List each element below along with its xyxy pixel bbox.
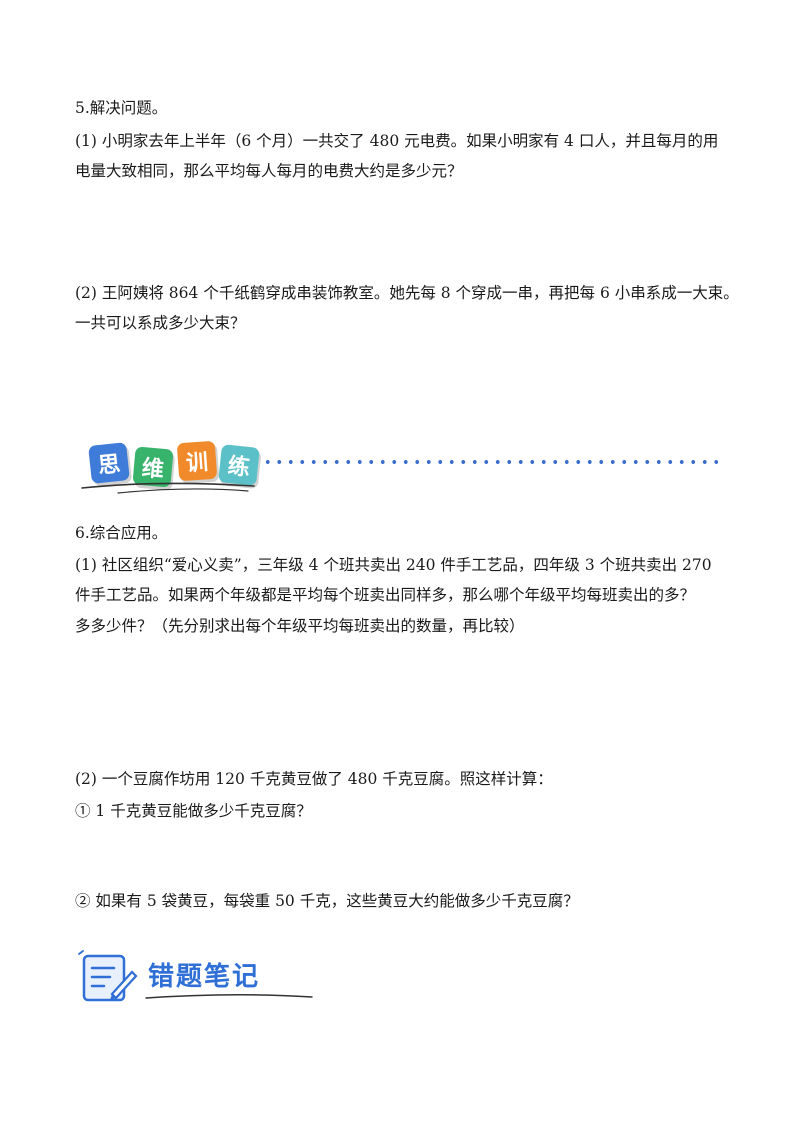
question-5-1-line-1: (1) 小明家去年上半年（6 个月）一共交了 480 元电费。如果小明家有 4 … xyxy=(75,132,719,150)
banner-dotted-line xyxy=(262,460,718,464)
question-5-1-line-2: 电量大致相同，那么平均每人每月的电费大约是多少元？ xyxy=(75,162,463,180)
thinking-training-banner: 思 维 训 练 xyxy=(78,440,718,496)
section-5-heading: 5.解决问题。 xyxy=(75,99,168,117)
question-6-1-line-1: (1) 社区组织“爱心义卖”，三年级 4 个班共卖出 240 件手工艺品，四年级… xyxy=(75,556,712,574)
notepad-pen-icon xyxy=(78,950,138,1002)
question-6-1-line-2: 件手工艺品。如果两个年级都是平均每个班卖出同样多，那么哪个年级平均每班卖出的多？ xyxy=(75,586,696,604)
error-notes-header: 错题笔记 xyxy=(78,946,318,1006)
question-5-2-line-2: 一共可以系成多少大束？ xyxy=(75,314,246,332)
question-5-2-line-1: (2) 王阿姨将 864 个千纸鹤穿成串装饰教室。她先每 8 个穿成一串，再把每… xyxy=(75,284,739,302)
notes-underline-icon xyxy=(145,993,313,999)
question-6-2-sub-1: ① 1 千克黄豆能做多少千克豆腐？ xyxy=(75,802,312,820)
question-6-1-line-3: 多多少件？（先分别求出每个年级平均每班卖出的数量，再比较） xyxy=(75,617,525,635)
banner-underline-icon xyxy=(81,482,255,494)
error-notes-title: 错题笔记 xyxy=(148,962,261,992)
section-6-heading: 6.综合应用。 xyxy=(75,524,168,542)
question-6-2-line-1: (2) 一个豆腐作坊用 120 千克黄豆做了 480 千克豆腐。照这样计算： xyxy=(75,770,553,788)
question-6-2-sub-2: ② 如果有 5 袋黄豆，每袋重 50 千克，这些黄豆大约能做多少千克豆腐？ xyxy=(75,892,579,910)
